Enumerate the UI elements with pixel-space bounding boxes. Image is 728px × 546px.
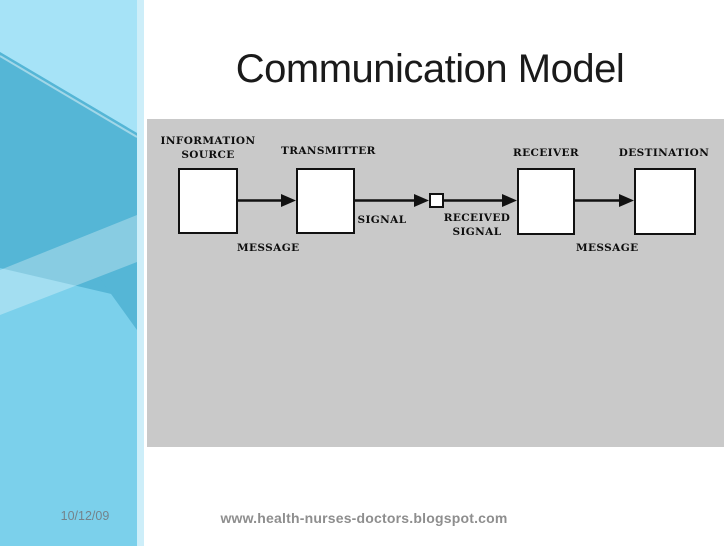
sidebar-dark-diagonal-band [0,52,137,300]
information-source-label: INFORMATION SOURCE [160,135,256,161]
signal-label: SIGNAL [357,214,407,226]
arrow-message-right [575,194,634,207]
received-signal-label: RECEIVED SIGNAL [443,212,511,238]
diagram-panel: INFORMATION SOURCE TRANSMITTER RECEIVER … [147,119,724,447]
sidebar-top-light-panel [0,0,137,133]
sidebar-decoration [0,0,144,546]
sidebar-light-crossing-band [0,215,137,315]
noise-junction-box [429,193,444,208]
sidebar-dark-wedge [88,262,137,330]
message-right-label: MESSAGE [576,242,639,254]
sidebar-highlight-line [0,55,138,138]
destination-box [634,168,696,235]
message-left-label: MESSAGE [237,242,300,254]
footer-date: 10/12/09 [60,509,110,523]
receiver-label: RECEIVER [512,147,580,159]
destination-label: DESTINATION [618,147,710,159]
footer-url: www.health-nurses-doctors.blogspot.com [220,510,508,526]
sidebar-edge-strip [137,0,144,546]
information-source-box [178,168,238,234]
receiver-box [517,168,575,235]
arrow-layer [238,194,634,207]
transmitter-label: TRANSMITTER [281,145,376,157]
slide-title: Communication Model [235,47,625,91]
transmitter-box [296,168,355,234]
arrow-signal [355,194,429,207]
arrow-message-left [238,194,296,207]
arrow-received-signal [444,194,517,207]
